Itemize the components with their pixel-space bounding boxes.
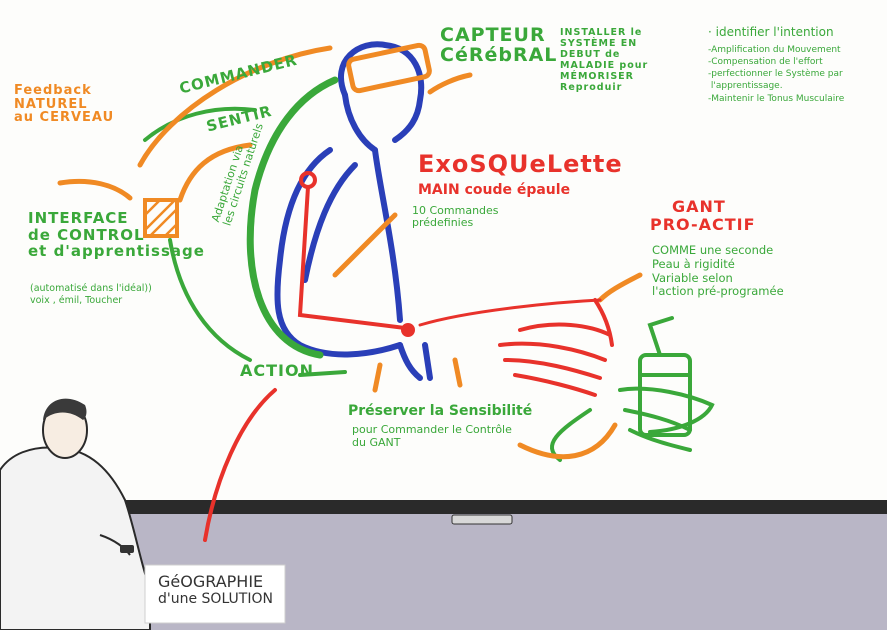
gant-description: COMME une seconde Peau à rigidité Variab… [652,243,784,299]
preserver-label: Préserver la Sensibilité [348,403,533,419]
commandes-line-1: 10 Commandes [412,204,499,217]
installer-line-4: MALADIE pour [560,59,649,71]
installer-line-1: INSTALLER le [560,27,643,38]
interface-line-2: de CONTROL [28,225,145,244]
gant-line-2: PRO-ACTIF [650,214,756,234]
identifier-label: · identifier l'intention [708,25,834,39]
interface-sub-line-2: voix , émil, Toucher [30,295,123,307]
interface-line-3: et d'apprentissage [28,242,205,260]
interface-box [143,198,179,238]
goal-item: -Compensation de l'effort [708,57,823,68]
identifier-text: identifier l'intention [715,25,834,39]
gant-title: GANT PRO-ACTIF [650,198,756,233]
geographie-title: GéOGRAPHIE d'une SOLUTION [158,572,273,608]
commandes-label: 10 Commandes prédefinies [412,205,499,228]
feedback-line-2: NATUREL [14,96,88,112]
exosquelette-title: ExoSQUeLette [418,150,623,178]
gant-desc-line-3: Variable selon [652,270,733,285]
installer-line-2: SYSTÈME EN [560,37,638,49]
gant-line-1: GANT [672,197,726,216]
action-label: ACTION [240,361,314,380]
installer-line-3: DEBUT de [560,48,621,60]
capteur-line-2: CéRébRAL [440,43,558,66]
interface-line-1: INTERFACE [28,209,129,227]
gant-desc-line-4: l'action pré-programée [652,284,784,299]
installer-line-6: Reproduir [560,81,623,93]
installer-label: INSTALLER le SYSTÈME EN DEBUT de MALADIE… [560,27,649,94]
goal-item: l'apprentissage. [710,81,783,92]
brain-sensor-band [346,42,432,94]
glove-drawing [203,298,614,542]
gant-desc-line-1: COMME une seconde [652,243,774,257]
capteur-line-1: CAPTEUR [440,24,546,46]
interface-sub-label: (automatisé dans l'idéal)) voix , émil, … [30,283,152,308]
gant-desc-line-2: Peau à rigidité [652,256,735,271]
capteur-label: CAPTEUR CéRébRAL [440,24,558,66]
geographie-line-1: GéOGRAPHIE [158,572,264,591]
human-figure [274,41,433,381]
goals-list: -Amplification du Mouvement -Compensatio… [708,44,844,105]
preserver-sub-label: pour Commander le Contrôle du GANT [352,423,512,449]
goal-item: -perfectionner le Système par [708,69,843,80]
installer-line-5: MÉMORISER [560,70,634,82]
presenter-figure [0,398,151,630]
feedback-line-3: au CERVEAU [14,110,115,126]
preserver-sub-line-1: pour Commander le Contrôle [352,423,512,436]
geographie-line-2: d'une SOLUTION [158,591,273,608]
goal-item: -Amplification du Mouvement [708,45,841,55]
cup-and-hand [618,316,715,452]
exoskeleton [297,171,415,337]
feedback-line-1: Feedback [14,83,92,98]
feedback-label: Feedback NATUREL au CERVEAU [14,84,114,125]
main-coude-label: MAIN coude épaule [418,182,571,198]
board-ledge [0,500,887,514]
title-card [144,564,286,624]
eraser [451,514,513,525]
orange-arrows [57,45,643,460]
commandes-line-2: prédefinies [412,215,474,229]
interface-sub-line-1: (automatisé dans l'idéal)) [30,283,152,294]
interface-label: INTERFACE de CONTROL et d'apprentissage [28,210,205,260]
goal-item: -Maintenir le Tonus Musculaire [708,93,845,104]
preserver-sub-line-2: du GANT [352,436,401,450]
